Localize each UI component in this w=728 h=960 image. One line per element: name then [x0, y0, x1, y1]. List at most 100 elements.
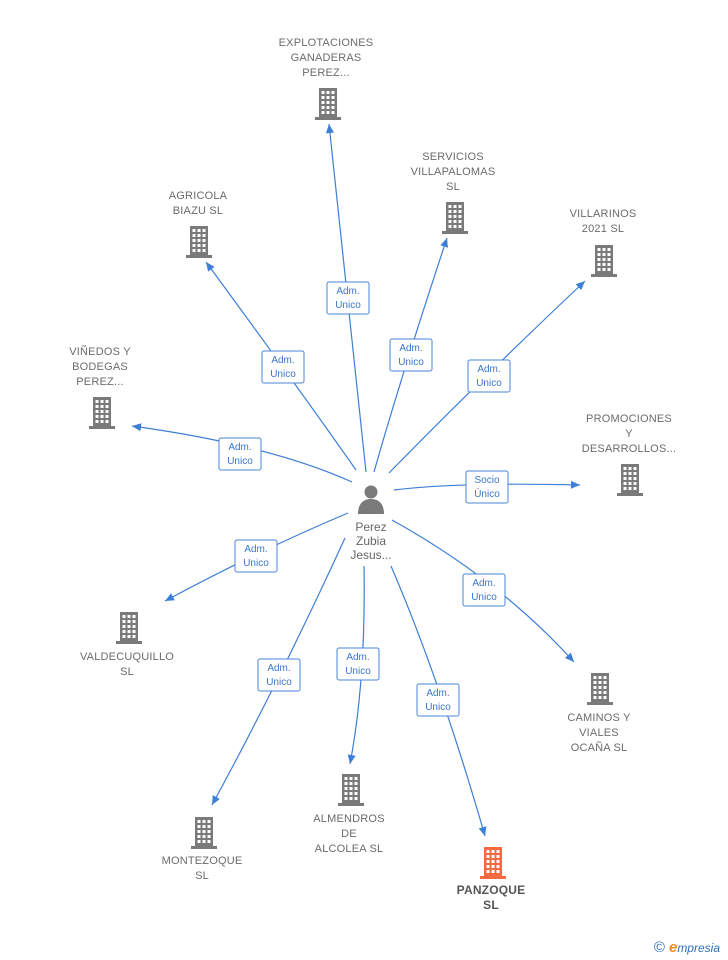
company-name-line: EXPLOTACIONES — [279, 37, 374, 49]
role-badge-panzoque[interactable]: Adm. Unico — [416, 683, 460, 717]
badge-text: Unico — [471, 592, 497, 603]
badge-text: Adm. — [267, 663, 290, 674]
brand-logo[interactable]: empresia — [668, 939, 720, 956]
company-name-line: SL — [483, 898, 499, 912]
company-name-line: SL — [195, 870, 209, 882]
role-badge-villarinos[interactable]: Adm.Unico — [467, 359, 511, 393]
company-name-line: Y — [625, 428, 633, 440]
badge-text: Adm. — [228, 442, 251, 453]
company-name-line: MONTEZOQUE — [162, 855, 243, 867]
badge-box — [336, 647, 380, 681]
badge-text: Unico — [270, 369, 296, 380]
arrow-head — [325, 124, 334, 134]
person-name-line: Zubia — [356, 534, 386, 548]
building-icon — [587, 673, 613, 705]
company-name-line: BODEGAS — [72, 361, 128, 373]
building-icon — [617, 464, 643, 496]
building-icon — [591, 245, 617, 277]
company-name-line: VILLAPALOMAS — [411, 166, 496, 178]
company-name-line: ALMENDROS — [313, 813, 384, 825]
company-name-line: VALDECUQUILLO — [80, 651, 174, 663]
badge-text: Socio — [474, 475, 499, 486]
arrow-head — [570, 480, 580, 489]
company-name-line: CAMINOS Y — [567, 712, 631, 724]
badge-text: Unico — [425, 702, 451, 713]
badge-text: Adm. — [346, 652, 369, 663]
role-badge-almendros[interactable]: Adm. Unico — [336, 647, 380, 681]
badge-text: Unico — [335, 300, 361, 311]
badge-text: Adm. — [244, 544, 267, 555]
role-badge-valdecuquillo[interactable]: Adm. Unico — [234, 539, 278, 573]
badge-text: Adm. — [426, 688, 449, 699]
badge-text: Adm. — [336, 286, 359, 297]
company-node-montezoque[interactable]: MONTEZOQUE SL — [162, 817, 243, 882]
badge-box — [218, 437, 262, 471]
badge-text: Unico — [266, 677, 292, 688]
company-name-line: SERVICIOS — [422, 151, 484, 163]
badge-box — [257, 658, 301, 692]
badge-box — [326, 281, 370, 315]
building-icon — [315, 88, 341, 120]
role-badge-servicios[interactable]: Adm. Unico — [389, 338, 433, 372]
arrow-head — [165, 593, 175, 601]
arrow-head — [565, 652, 574, 662]
company-name-line: GANADERAS — [291, 52, 362, 64]
building-icon — [89, 397, 115, 429]
company-name-line: BIAZU SL — [173, 205, 224, 217]
building-icon — [338, 774, 364, 806]
role-badge-explotaciones[interactable]: Adm. Unico — [326, 281, 370, 315]
company-name-line: ALCOLEA SL — [315, 843, 384, 855]
role-badge-montezoque[interactable]: Adm. Unico — [257, 658, 301, 692]
badge-text: Unico — [227, 456, 253, 467]
company-name-line: VIÑEDOS Y — [69, 345, 131, 358]
company-node-almendros[interactable]: ALMENDROS DE ALCOLEA SL — [313, 774, 385, 855]
badge-box — [261, 350, 305, 384]
person-icon — [358, 485, 384, 514]
role-badge-caminos[interactable]: Adm.Unico — [462, 573, 506, 607]
brand-footer: © empresia — [654, 939, 720, 956]
company-name-line: 2021 SL — [582, 223, 624, 235]
person-name-line: Perez — [355, 520, 386, 534]
badge-text: Único — [474, 487, 500, 500]
company-name-line: SL — [446, 181, 460, 193]
building-icon — [480, 847, 506, 879]
company-name-line: DE — [341, 828, 357, 840]
badge-text: Unico — [398, 357, 424, 368]
company-name-line: DESARROLLOS... — [582, 443, 677, 455]
badge-box — [467, 359, 511, 393]
badge-text: Adm. — [399, 343, 422, 354]
badge-text: Unico — [243, 558, 269, 569]
arrow-head — [440, 238, 448, 248]
arrow-head — [478, 826, 487, 836]
badge-box — [389, 338, 433, 372]
badge-box — [416, 683, 460, 717]
company-name-line: PANZOQUE — [457, 883, 526, 897]
badge-text: Unico — [345, 666, 371, 677]
role-badge-agricola[interactable]: Adm. Unico — [261, 350, 305, 384]
badge-text: Unico — [476, 378, 502, 389]
building-icon — [191, 817, 217, 849]
badge-text: Adm. — [271, 355, 294, 366]
role-badge-vinedos[interactable]: Adm. Unico — [218, 437, 262, 471]
company-node-servicios[interactable]: SERVICIOS VILLAPALOMAS SL — [411, 151, 496, 234]
copyright-icon: © — [653, 939, 665, 956]
